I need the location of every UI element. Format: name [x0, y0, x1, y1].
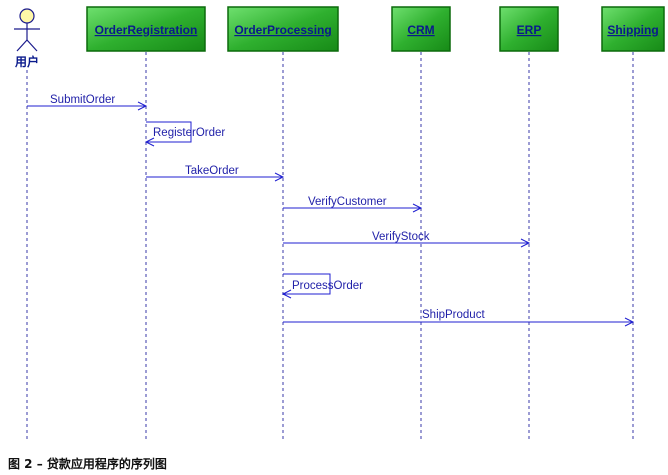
lifelines — [26, 52, 634, 442]
message-ship-product[interactable] — [283, 317, 635, 327]
actor-leg-right — [26, 39, 38, 52]
participant-order-registration[interactable]: OrderRegistration — [86, 6, 206, 52]
participant-order-processing[interactable]: OrderProcessing — [227, 6, 339, 52]
message-label-take-order: TakeOrder — [185, 165, 239, 177]
figure-caption: 图 2 – 贷款应用程序的序列图 — [8, 457, 167, 471]
participant-crm[interactable]: CRM — [391, 6, 451, 52]
participant-box — [227, 6, 339, 52]
message-verify-stock[interactable] — [283, 238, 531, 248]
participant-box — [391, 6, 451, 52]
message-label-process-order: ProcessOrder — [292, 280, 363, 292]
message-label-verify-stock: VerifyStock — [372, 231, 430, 243]
message-label-register-order: RegisterOrder — [153, 127, 225, 139]
participant-label: CRM — [407, 23, 434, 37]
participant-label: OrderProcessing — [234, 23, 331, 37]
participant-box — [601, 6, 665, 52]
participant-shipping[interactable]: Shipping — [601, 6, 665, 52]
message-process-order[interactable] — [281, 273, 331, 299]
participant-box — [86, 6, 206, 52]
message-register-order[interactable] — [144, 121, 192, 147]
message-verify-customer[interactable] — [283, 203, 423, 213]
actor-head — [19, 8, 35, 24]
participant-erp[interactable]: ERP — [499, 6, 559, 52]
message-label-ship-product: ShipProduct — [422, 309, 485, 321]
participant-label: ERP — [517, 23, 542, 37]
messages — [27, 101, 635, 327]
message-take-order[interactable] — [146, 172, 285, 182]
participant-box — [499, 6, 559, 52]
participant-label: OrderRegistration — [95, 23, 198, 37]
message-submit-order[interactable] — [27, 101, 148, 111]
actor-leg-left — [16, 39, 28, 52]
actor-user: 用户 — [14, 8, 40, 69]
message-labels: SubmitOrder RegisterOrder TakeOrder Veri… — [50, 94, 485, 321]
participant-label: Shipping — [607, 23, 658, 37]
message-label-verify-customer: VerifyCustomer — [308, 196, 387, 208]
actor-label: 用户 — [14, 54, 39, 69]
message-label-submit-order: SubmitOrder — [50, 94, 115, 106]
